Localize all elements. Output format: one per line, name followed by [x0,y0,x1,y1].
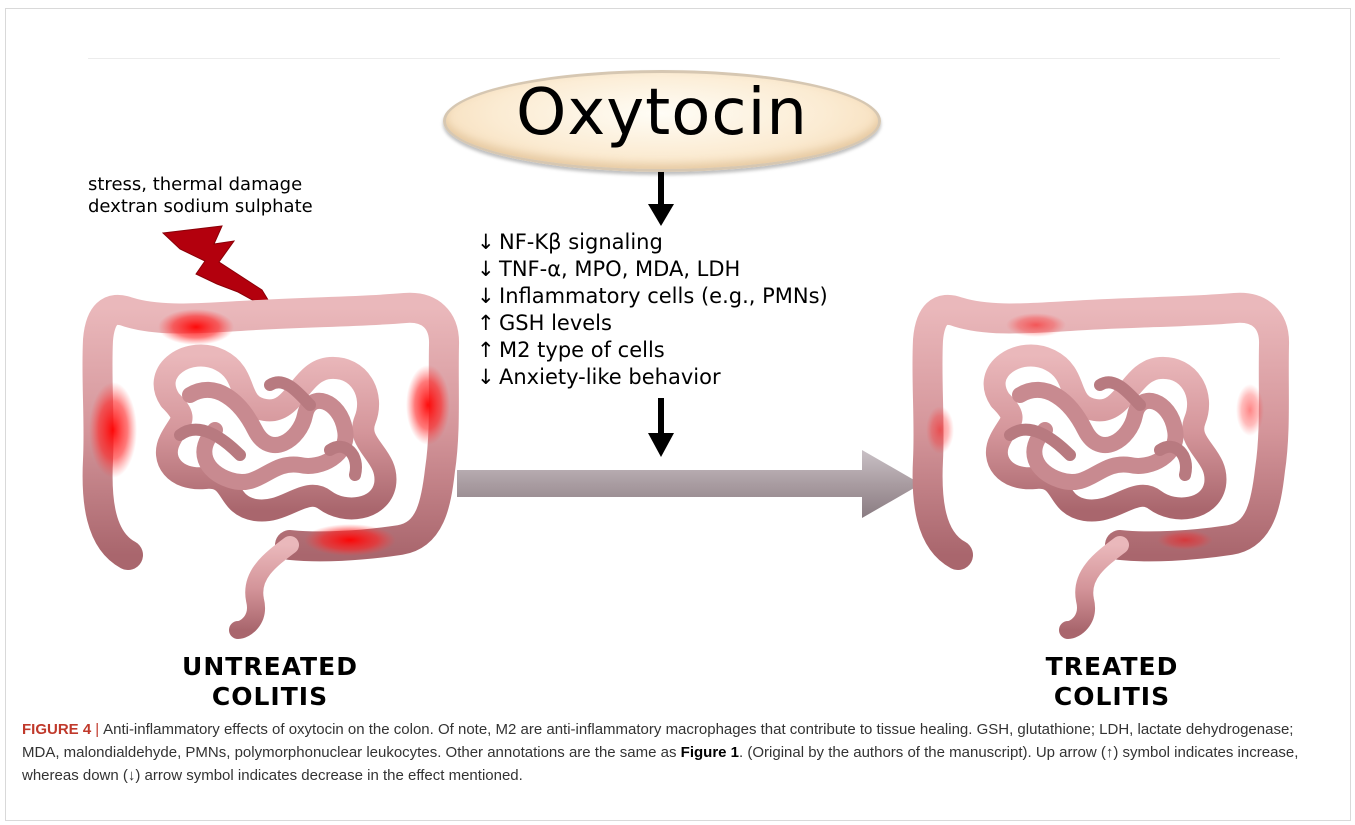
treatment-arrow [457,450,921,518]
cause-list: stress, thermal damage dextran sodium su… [88,174,313,218]
effect-text: M2 type of cells [499,337,665,364]
effect-text: NF-Kβ signaling [499,229,663,256]
figure-reference-link[interactable]: Figure 1 [681,744,739,761]
down-arrow-bottom [648,398,674,457]
effect-text: TNF-α, MPO, MDA, LDH [499,256,740,283]
arrow-symbol: ↓ [477,364,499,391]
effects-list: ↓NF-Kβ signaling ↓TNF-α, MPO, MDA, LDH ↓… [477,229,828,391]
arrow-symbol: ↑ [477,337,499,364]
untreated-intestine [89,308,450,630]
effect-item: ↑M2 type of cells [477,337,828,364]
figure-number: FIGURE 4 [22,721,91,738]
caption-separator: | [95,721,99,738]
effect-item: ↑GSH levels [477,310,828,337]
treated-label: TREATED COLITIS [1002,652,1222,712]
effect-text: GSH levels [499,310,612,337]
arrow-symbol: ↑ [477,310,499,337]
effect-item: ↓Inflammatory cells (e.g., PMNs) [477,283,828,310]
untreated-label: UNTREATED COLITIS [160,652,380,712]
effect-text: Inflammatory cells (e.g., PMNs) [499,283,828,310]
effect-item: ↓TNF-α, MPO, MDA, LDH [477,256,828,283]
arrow-symbol: ↓ [477,283,499,310]
figure-caption: FIGURE 4|Anti-inflammatory effects of ox… [22,718,1334,787]
cause-item: stress, thermal damage [88,174,313,196]
drug-label: Oxytocin [443,76,881,150]
treated-intestine [926,308,1274,630]
effect-item: ↓NF-Kβ signaling [477,229,828,256]
arrow-symbol: ↓ [477,229,499,256]
cause-item: dextran sodium sulphate [88,196,313,218]
effect-text: Anxiety-like behavior [499,364,721,391]
down-arrow-top [648,168,674,226]
arrow-symbol: ↓ [477,256,499,283]
effect-item: ↓Anxiety-like behavior [477,364,828,391]
